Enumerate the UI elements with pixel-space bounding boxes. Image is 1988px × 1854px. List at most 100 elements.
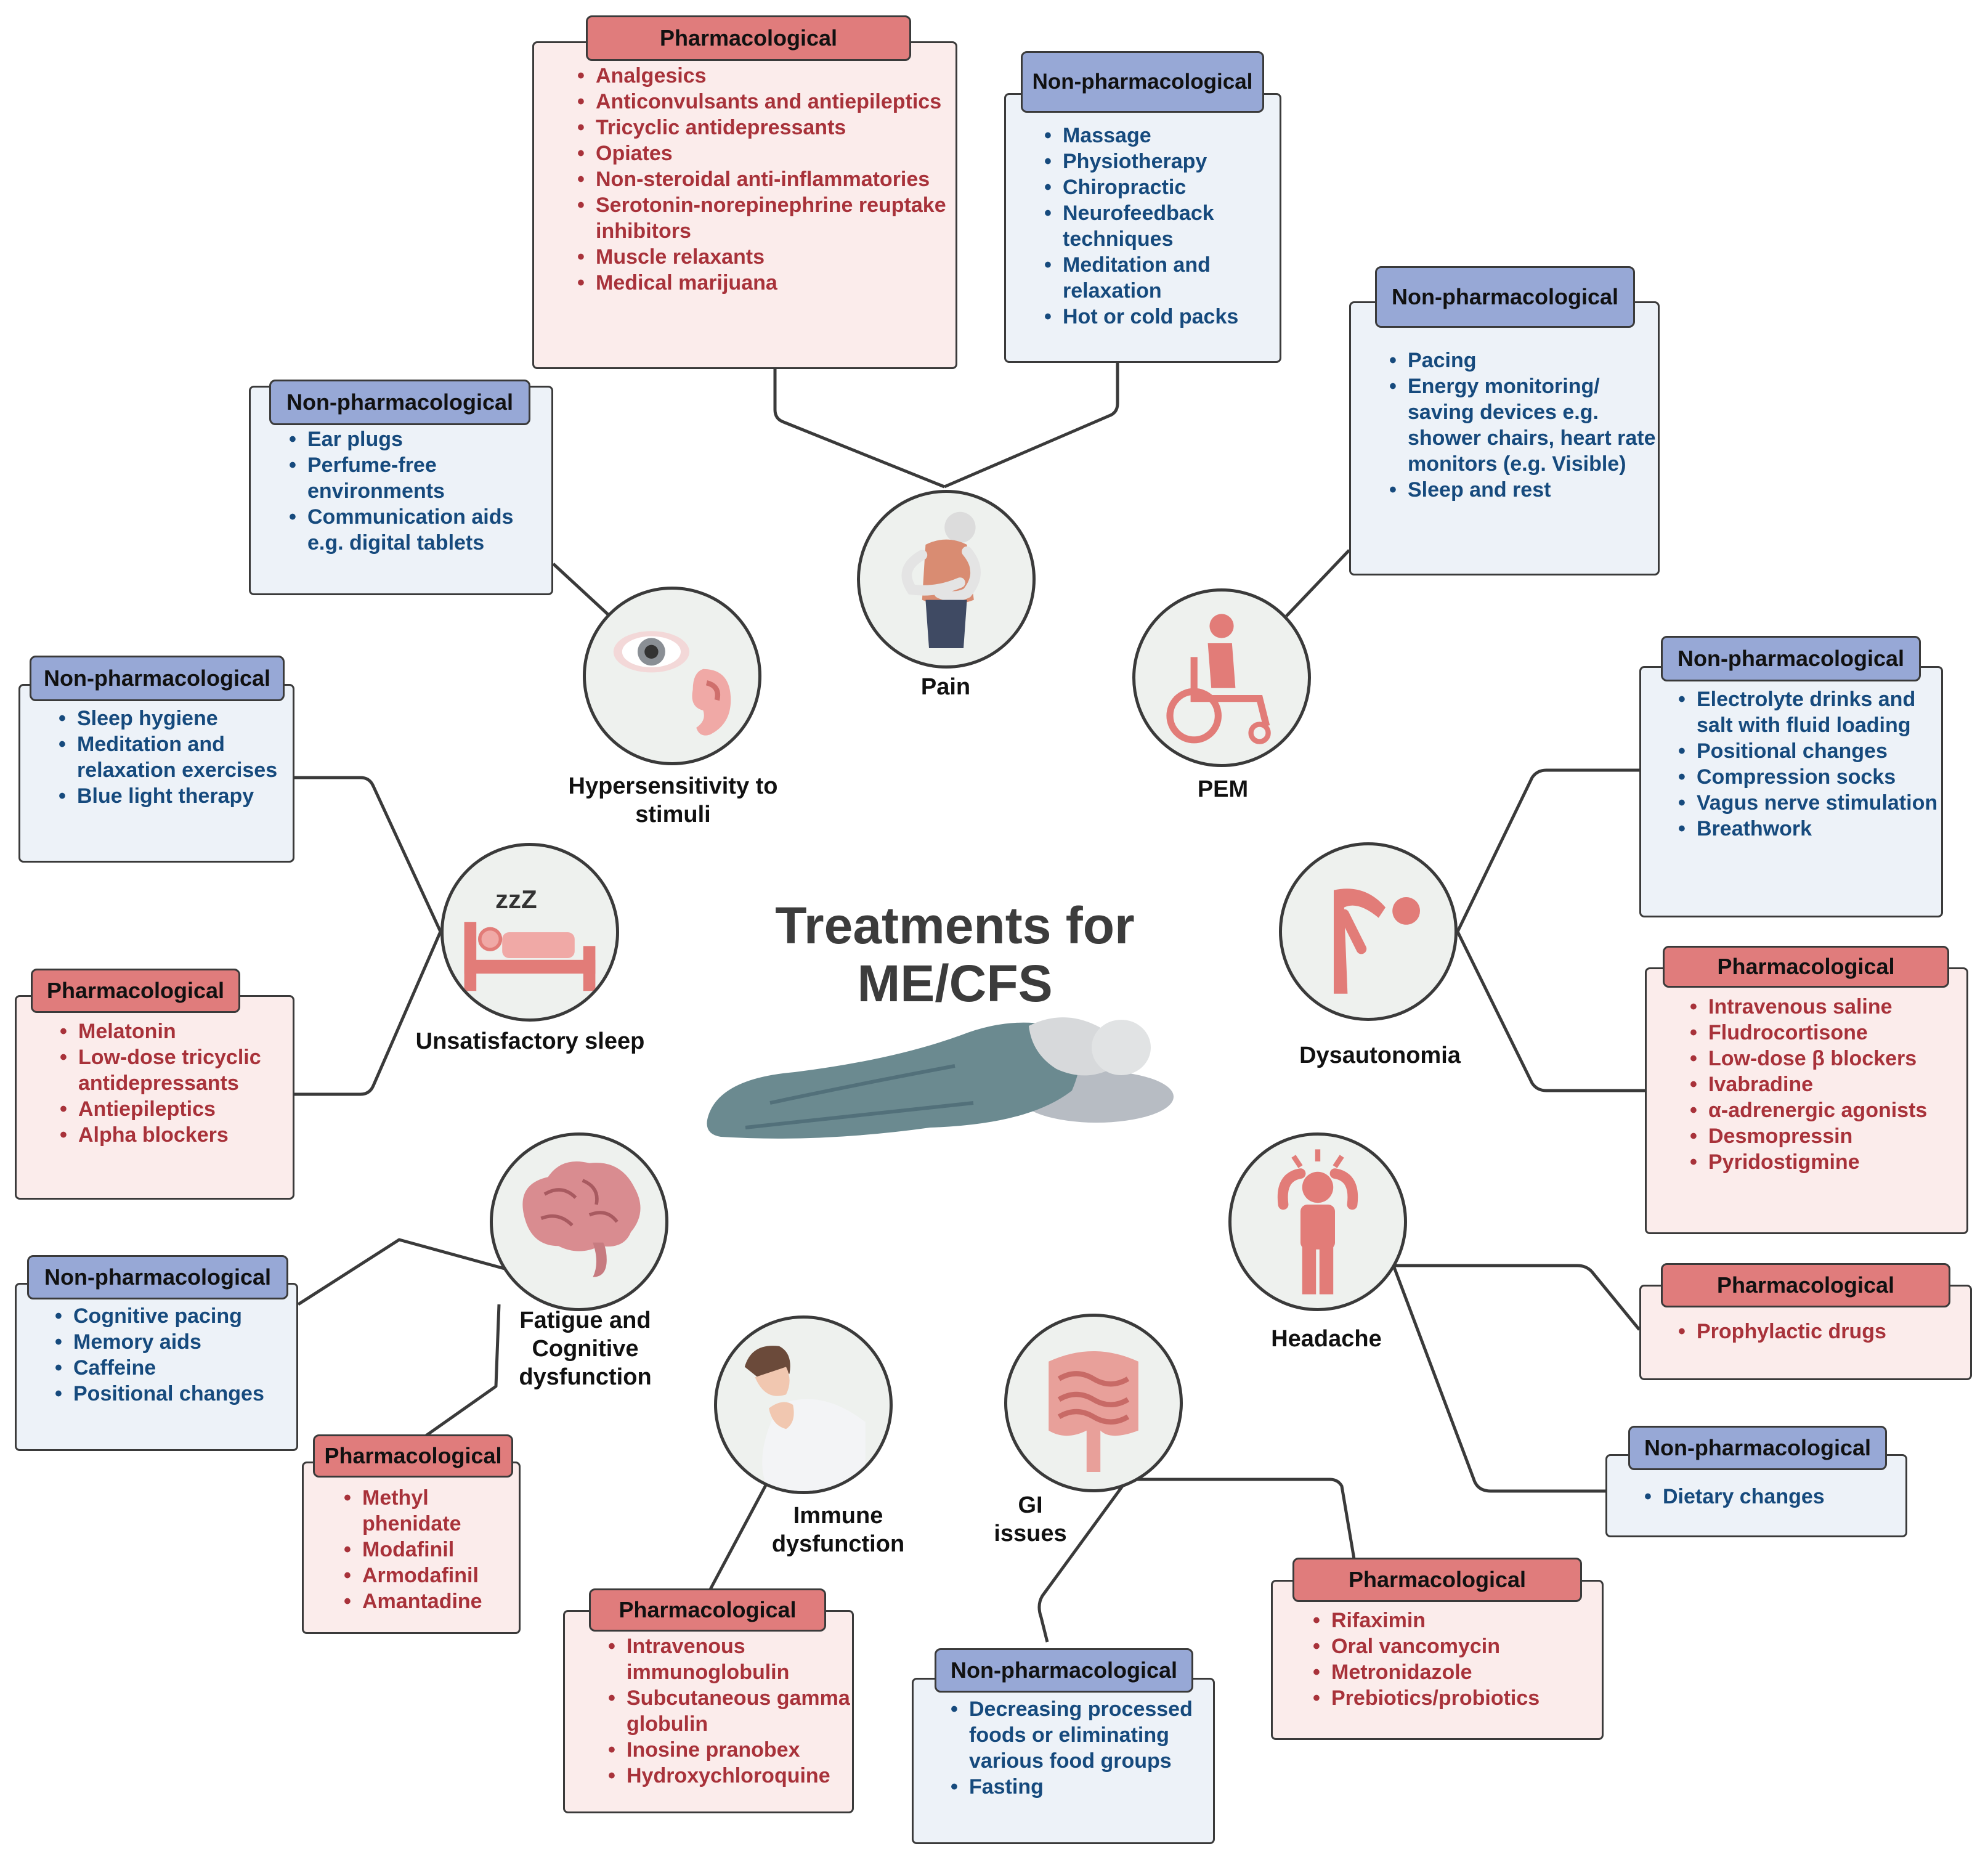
fatigue-nonpharmacological-box: Cognitive pacing Memory aids Caffeine Po… bbox=[15, 1283, 298, 1451]
pain-pharmacological-heading: Pharmacological bbox=[586, 15, 911, 61]
brain-icon bbox=[490, 1132, 668, 1311]
list-item: Positional changes bbox=[49, 1381, 295, 1407]
list-item: Metronidazole bbox=[1307, 1659, 1602, 1685]
person-holding-stomach-icon bbox=[857, 490, 1036, 669]
list-item: Inosine pranobex bbox=[602, 1737, 851, 1763]
pain-nonpharmacological-heading: Non-pharmacological bbox=[1021, 51, 1264, 113]
list-item: Physiotherapy bbox=[1038, 148, 1278, 174]
gi-nonpharmacological-list: Decreasing processed foods or eliminatin… bbox=[944, 1696, 1212, 1800]
connector-hyper-nonpharma bbox=[552, 563, 611, 617]
connector-gi-nonpharma bbox=[1037, 1478, 1129, 1643]
sleep-icon-text: zzZ bbox=[495, 885, 537, 914]
gi-pharmacological-heading: Pharmacological bbox=[1292, 1558, 1582, 1602]
list-item: Methyl phenidate bbox=[338, 1485, 516, 1537]
list-item: Muscle relaxants bbox=[571, 244, 953, 270]
list-item: Blue light therapy bbox=[52, 783, 293, 809]
list-item: Cognitive pacing bbox=[49, 1303, 295, 1329]
sleep-nonpharmacological-list: Sleep hygiene Meditation and relaxation … bbox=[52, 705, 293, 809]
symptom-label-pain: Pain bbox=[920, 674, 971, 700]
connector-fat-pharma bbox=[424, 1304, 501, 1438]
connector-head-pharma bbox=[1394, 1264, 1641, 1331]
list-item: Massage bbox=[1038, 123, 1278, 148]
dysautonomia-pharmacological-heading: Pharmacological bbox=[1663, 946, 1949, 988]
symptom-label-pem: PEM bbox=[1197, 776, 1249, 802]
pem-nonpharmacological-box: Pacing Energy monitoring/ saving devices… bbox=[1349, 301, 1660, 575]
list-item: Antiepileptics bbox=[54, 1096, 294, 1122]
list-item: Intravenous saline bbox=[1684, 994, 1967, 1020]
list-item: Melatonin bbox=[54, 1018, 294, 1044]
list-item: Alpha blockers bbox=[54, 1122, 294, 1148]
diagram-title: Treatments for ME/CFS bbox=[775, 897, 1135, 1012]
list-item: Electrolyte drinks and salt with fluid l… bbox=[1672, 686, 1940, 738]
list-item: Medical marijuana bbox=[571, 270, 953, 296]
list-item: Desmopressin bbox=[1684, 1123, 1967, 1149]
list-item: Rifaximin bbox=[1307, 1608, 1602, 1633]
symptom-label-hypersensitivity: Hypersensitivity to stimuli bbox=[568, 773, 778, 827]
connector-pem-nonpharma bbox=[1285, 549, 1350, 617]
eye-and-ear-icon bbox=[583, 587, 761, 765]
list-item: Compression socks bbox=[1672, 764, 1940, 790]
list-item: α-adrenergic agonists bbox=[1684, 1097, 1967, 1123]
fatigue-pharmacological-box: Methyl phenidate Modafinil Armodafinil A… bbox=[302, 1462, 521, 1634]
gi-nonpharmacological-heading: Non-pharmacological bbox=[935, 1648, 1193, 1693]
list-item: Perfume-free environments bbox=[283, 452, 548, 504]
list-item: Armodafinil bbox=[338, 1563, 516, 1588]
list-item: Pyridostigmine bbox=[1684, 1149, 1967, 1175]
list-item: Oral vancomycin bbox=[1307, 1633, 1602, 1659]
connector-sleep-pharma bbox=[294, 931, 442, 1096]
symptom-label-headache: Headache bbox=[1271, 1326, 1382, 1352]
list-item: Low-dose tricyclic antidepressants bbox=[54, 1044, 294, 1096]
symptom-label-sleep: Unsatisfactory sleep bbox=[415, 1028, 645, 1054]
connector-fat-nonpharma bbox=[297, 1238, 512, 1306]
connector-dys-nonpharma bbox=[1456, 768, 1639, 933]
list-item: Tricyclic antidepressants bbox=[571, 115, 953, 140]
dysautonomia-nonpharmacological-box: Electrolyte drinks and salt with fluid l… bbox=[1639, 666, 1943, 917]
person-coughing-icon bbox=[714, 1315, 893, 1494]
connector-immune-pharma bbox=[707, 1470, 775, 1594]
list-item: Decreasing processed foods or eliminatin… bbox=[944, 1696, 1212, 1774]
list-item: Opiates bbox=[571, 140, 953, 166]
pain-pharmacological-list: Analgesics Anticonvulsants and antiepile… bbox=[571, 63, 953, 296]
list-item: Ear plugs bbox=[283, 426, 548, 452]
list-item: Low-dose β blockers bbox=[1684, 1046, 1967, 1071]
wheelchair-icon bbox=[1132, 588, 1311, 767]
list-item: Fludrocortisone bbox=[1684, 1020, 1967, 1046]
sleep-nonpharmacological-heading: Non-pharmacological bbox=[30, 656, 285, 701]
headache-nonpharmacological-heading: Non-pharmacological bbox=[1628, 1426, 1887, 1470]
pain-pharmacological-box: Analgesics Anticonvulsants and antiepile… bbox=[532, 41, 957, 369]
list-item: Sleep hygiene bbox=[52, 705, 293, 731]
list-item: Analgesics bbox=[571, 63, 953, 89]
list-item: Amantadine bbox=[338, 1588, 516, 1614]
list-item: Positional changes bbox=[1672, 738, 1940, 764]
list-item: Intravenous immunoglobulin bbox=[602, 1633, 851, 1685]
patient-resting-illustration bbox=[707, 1017, 1174, 1139]
symptom-label-fatigue: Fatigue and Cognitive dysfunction bbox=[519, 1307, 652, 1390]
list-item: Caffeine bbox=[49, 1355, 295, 1381]
hypersensitivity-nonpharmacological-list: Ear plugs Perfume-free environments Comm… bbox=[283, 426, 548, 556]
list-item: Fasting bbox=[944, 1774, 1212, 1800]
person-bending-dizzy-icon bbox=[1279, 842, 1458, 1021]
list-item: Hot or cold packs bbox=[1038, 304, 1278, 330]
gi-pharmacological-box: Rifaximin Oral vancomycin Metronidazole … bbox=[1271, 1580, 1604, 1740]
symptom-label-immune: Immune dysfunction bbox=[771, 1503, 905, 1557]
pem-nonpharmacological-list: Pacing Energy monitoring/ saving devices… bbox=[1383, 348, 1657, 503]
headache-nonpharmacological-list: Dietary changes bbox=[1638, 1484, 1903, 1510]
list-item: Prebiotics/probiotics bbox=[1307, 1685, 1602, 1711]
list-item: Prophylactic drugs bbox=[1672, 1319, 1968, 1344]
list-item: Ivabradine bbox=[1684, 1071, 1967, 1097]
pain-nonpharmacological-box: Massage Physiotherapy Chiropractic Neuro… bbox=[1004, 93, 1281, 363]
dysautonomia-pharmacological-box: Intravenous saline Fludrocortisone Low-d… bbox=[1645, 967, 1968, 1234]
gi-pharmacological-list: Rifaximin Oral vancomycin Metronidazole … bbox=[1307, 1608, 1602, 1711]
sleep-pharmacological-box: Melatonin Low-dose tricyclic antidepress… bbox=[15, 995, 294, 1200]
list-item: Chiropractic bbox=[1038, 174, 1278, 200]
dysautonomia-pharmacological-list: Intravenous saline Fludrocortisone Low-d… bbox=[1684, 994, 1967, 1175]
sleep-nonpharmacological-box: Sleep hygiene Meditation and relaxation … bbox=[18, 684, 294, 863]
list-item: Meditation and relaxation exercises bbox=[52, 731, 293, 783]
bed-sleeping-icon: zzZ bbox=[440, 843, 619, 1022]
immune-pharmacological-box: Intravenous immunoglobulin Subcutaneous … bbox=[563, 1610, 854, 1813]
list-item: Communication aids e.g. digital tablets bbox=[283, 504, 548, 556]
list-item: Pacing bbox=[1383, 348, 1657, 373]
headache-pharmacological-heading: Pharmacological bbox=[1661, 1263, 1950, 1307]
